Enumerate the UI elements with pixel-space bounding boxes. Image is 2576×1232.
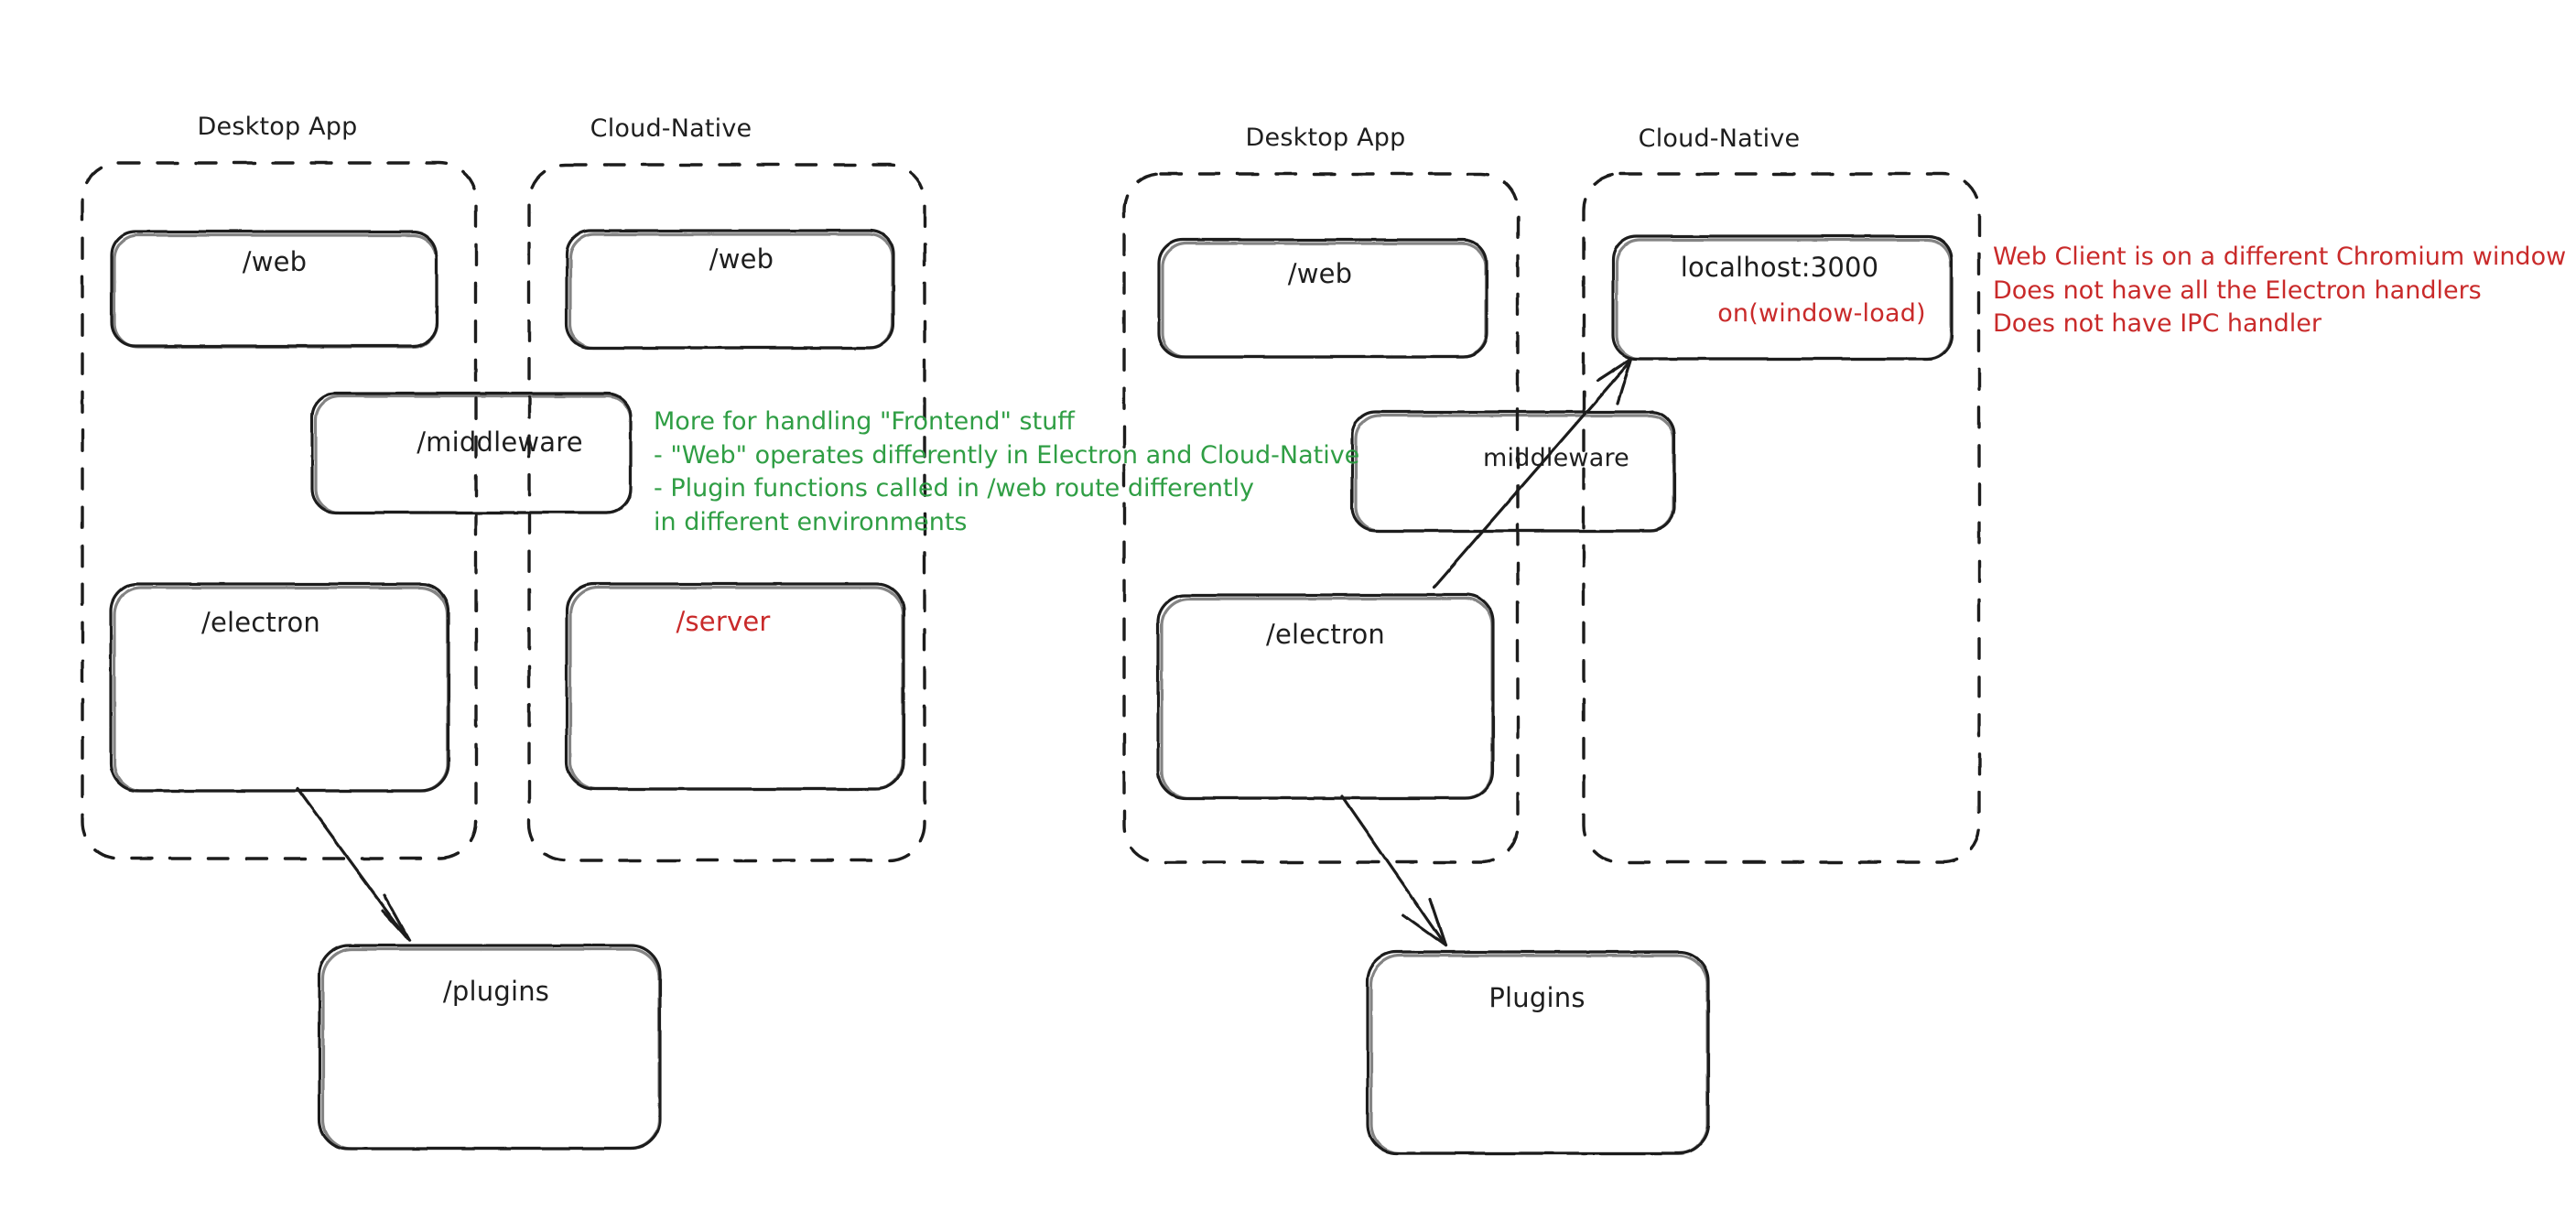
node-right-desktop-web: [1157, 238, 1488, 359]
cluster-right-desktop: [1122, 172, 1520, 864]
node-right-electron: [1156, 593, 1495, 800]
node-right-middleware: [1350, 410, 1676, 533]
node-label-left-desktop-web: /web: [242, 246, 308, 277]
cluster-left-desktop: [81, 161, 478, 860]
node-sublabel-right-localhost: on(window-load): [1717, 299, 1926, 328]
annotation-red-note: Web Client is on a different Chromium wi…: [1993, 243, 2567, 339]
node-left-plugins: [318, 944, 662, 1151]
node-label-left-plugins: /plugins: [442, 976, 550, 1007]
node-right-plugins: [1366, 950, 1710, 1155]
annotation-green-note: More for handling "Frontend" stuff - "We…: [654, 407, 1360, 537]
cluster-title-right-cloud: Cloud-Native: [1638, 124, 1801, 153]
node-label-left-middleware: /middleware: [417, 427, 583, 458]
node-label-left-cloud-web: /web: [709, 243, 774, 275]
node-right-localhost: [1611, 234, 1954, 361]
node-label-left-electron: /electron: [200, 607, 321, 638]
node-left-electron: [109, 582, 450, 793]
edge-right-electron-to-localhost: [1432, 357, 1633, 589]
node-left-server: [565, 582, 905, 791]
node-left-desktop-web: [110, 230, 438, 349]
cluster-title-right-desktop: Desktop App: [1245, 124, 1406, 152]
node-left-cloud-web: [565, 229, 895, 350]
edge-right-electron-to-plugins: [1340, 794, 1447, 947]
node-label-right-electron: /electron: [1265, 619, 1386, 650]
node-label-right-localhost: localhost:3000: [1680, 252, 1879, 283]
node-label-right-desktop-web: /web: [1287, 258, 1353, 289]
cluster-right-cloud: [1582, 172, 1981, 864]
node-label-right-middleware: middleware: [1483, 444, 1629, 472]
edge-left-electron-to-plugins: [296, 787, 411, 942]
cluster-title-left-desktop: Desktop App: [197, 113, 358, 141]
node-label-right-plugins: Plugins: [1488, 982, 1586, 1013]
node-label-left-server: /server: [676, 606, 771, 637]
cluster-title-left-cloud: Cloud-Native: [590, 114, 752, 143]
node-left-middleware: [310, 392, 633, 514]
